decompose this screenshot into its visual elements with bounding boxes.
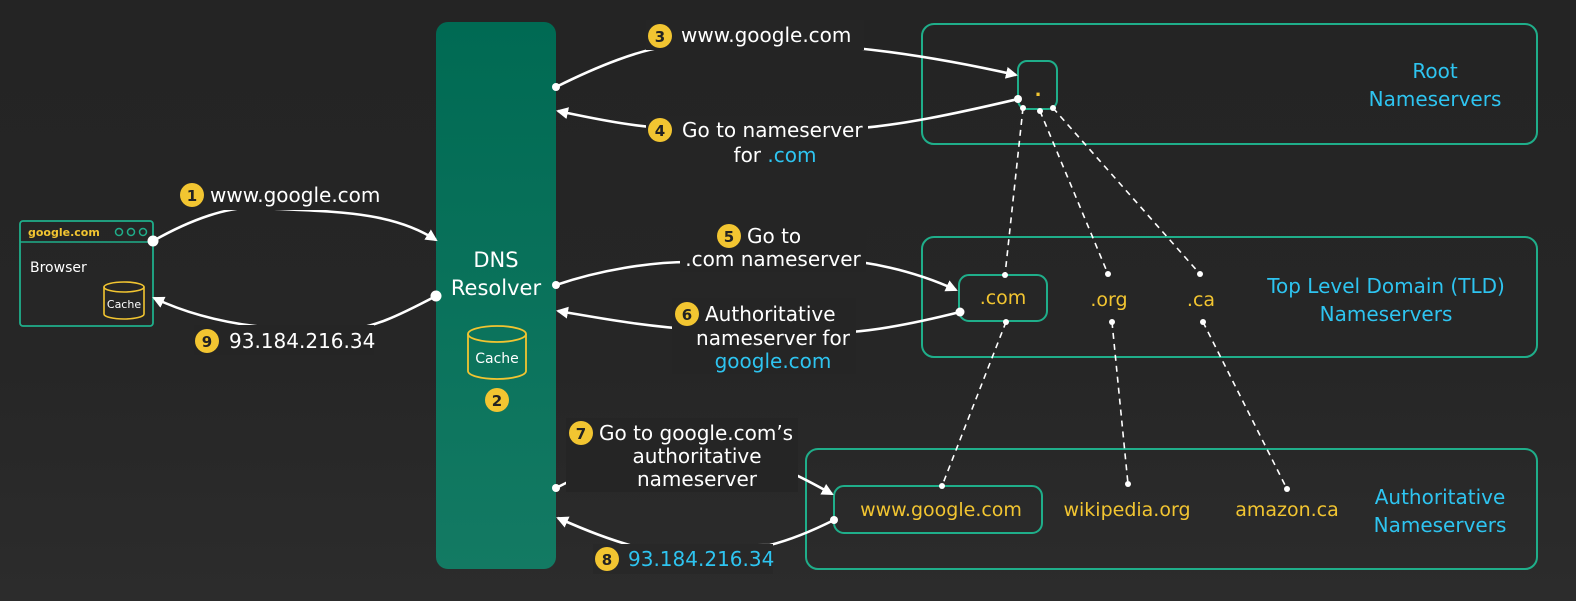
window-control-icon <box>114 227 124 237</box>
step-6-line2: nameserver for <box>696 326 851 350</box>
auth-google-label: www.google.com <box>860 499 1022 521</box>
step-4-label: 4 Go to nameserver for .com <box>646 116 868 168</box>
root-title-line2: Nameservers <box>1369 87 1502 111</box>
tld-com-label: .com <box>980 287 1027 309</box>
hierarchy-dots <box>939 105 1290 492</box>
root-to-ca-line <box>1052 107 1201 275</box>
step-4-line1: Go to nameserver <box>682 118 863 142</box>
arrow-endpoint-dots <box>147 83 1022 524</box>
tld-title-line2: Nameservers <box>1320 302 1453 326</box>
root-nameservers: . Root Nameservers <box>921 23 1538 145</box>
ca-to-amazon-line <box>1202 321 1288 490</box>
browser-cache-icon <box>103 281 145 320</box>
step-8-label: 8 93.184.216.34 <box>593 544 774 574</box>
step-1-label: 1 www.google.com <box>178 180 393 210</box>
step-8-text: 93.184.216.34 <box>628 547 774 571</box>
auth-amazon-label: amazon.ca <box>1235 499 1339 521</box>
step-5-label: 5 Go to .com nameserver <box>680 222 866 272</box>
step-5-number: 5 <box>724 228 734 246</box>
step-9-number: 9 <box>202 333 212 351</box>
step-3-number: 3 <box>655 28 665 46</box>
step-7-line3: nameserver <box>637 467 758 491</box>
step-6-number: 6 <box>682 306 692 324</box>
browser-url: google.com <box>28 226 100 239</box>
step-7-line1: Go to google.com’s <box>599 421 793 445</box>
step-9-text: 93.184.216.34 <box>229 329 375 353</box>
tld-title-line1: Top Level Domain (TLD) <box>1266 274 1505 298</box>
step-5-line2: .com nameserver <box>685 247 861 271</box>
window-control-icon <box>138 227 148 237</box>
window-control-icon <box>126 227 136 237</box>
step-6-line1: Authoritative <box>705 302 836 326</box>
dns-resolver: DNS Resolver Cache 2 <box>436 22 556 569</box>
auth-title-line1: Authoritative <box>1375 485 1506 509</box>
step-3-label: 3 www.google.com <box>646 20 864 50</box>
tld-nameservers: .com .org .ca Top Level Domain (TLD) Nam… <box>921 236 1538 358</box>
browser-label: Browser <box>30 260 87 276</box>
step-5-line1: Go to <box>747 224 801 248</box>
step-4-line2: for .com <box>734 143 817 167</box>
step-7-line2: authoritative <box>632 444 761 468</box>
step-4-number: 4 <box>655 122 665 140</box>
hierarchy-connectors <box>941 107 1288 490</box>
authoritative-nameservers: www.google.com wikipedia.org amazon.ca A… <box>805 448 1538 570</box>
step-2-number: 2 <box>492 392 502 410</box>
auth-title-line2: Nameservers <box>1374 513 1507 537</box>
step-7-number: 7 <box>576 425 586 443</box>
root-to-com-line <box>1004 107 1024 276</box>
step-6-label: 6 Authoritative nameserver for google.co… <box>672 298 856 374</box>
root-to-org-line <box>1039 110 1109 275</box>
step-8-number: 8 <box>602 551 612 569</box>
google-auth-node <box>833 485 1043 534</box>
step-7-label: 7 Go to google.com’s authoritative names… <box>566 418 798 492</box>
arrow-step-8 <box>556 516 835 550</box>
org-to-wikipedia-line <box>1111 321 1129 485</box>
auth-wikipedia-label: wikipedia.org <box>1063 499 1190 521</box>
step-1-text: www.google.com <box>210 183 380 207</box>
tld-org-label: .org <box>1090 289 1127 311</box>
resolver-title-line1: DNS <box>473 248 518 272</box>
step-2-badge <box>485 388 509 412</box>
com-to-google-line <box>941 321 1007 487</box>
resolver-cache-icon <box>467 325 527 380</box>
browser-window: google.com Browser Cache <box>19 220 154 327</box>
arrow-step-1 <box>152 206 438 243</box>
root-node <box>1017 60 1058 110</box>
resolver-cache-label: Cache <box>475 351 519 367</box>
tld-ca-label: .ca <box>1187 289 1215 311</box>
step-9-label: 9 93.184.216.34 <box>194 325 375 355</box>
step-3-text: www.google.com <box>681 23 851 47</box>
root-title-line1: Root <box>1412 59 1457 83</box>
root-dot: . <box>1035 80 1042 101</box>
step-1-number: 1 <box>187 187 197 205</box>
resolver-title-line2: Resolver <box>451 276 542 300</box>
step-6-line3: google.com <box>715 349 832 373</box>
browser-cache-label: Cache <box>107 298 141 311</box>
